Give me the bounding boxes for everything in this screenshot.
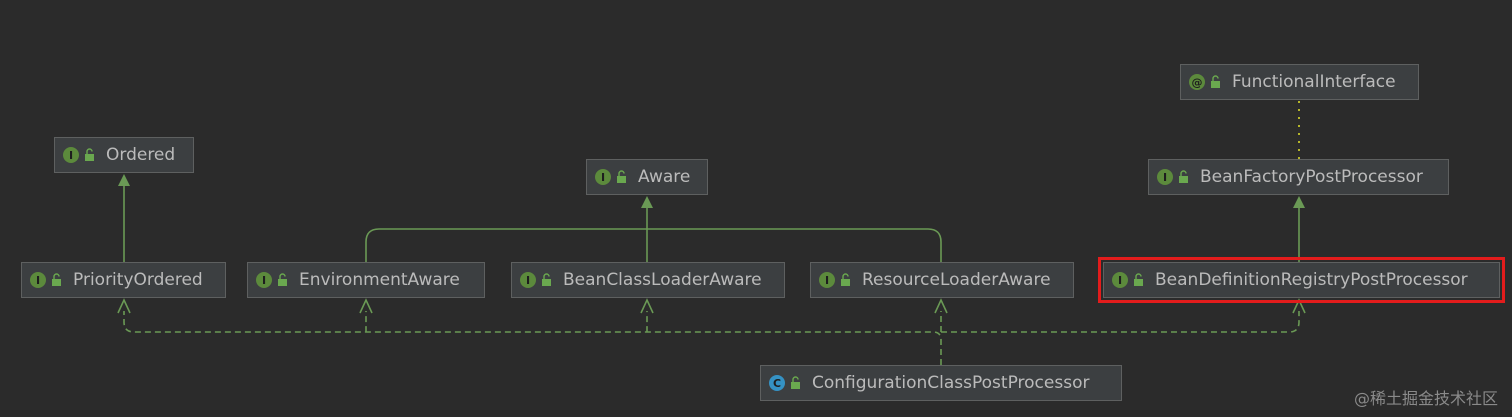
- lock-open-icon: [85, 148, 94, 161]
- annotation-icon: @: [1189, 74, 1205, 90]
- node-label: BeanFactoryPostProcessor: [1200, 167, 1423, 187]
- lock-open-icon: [617, 170, 626, 183]
- node-functional-interface[interactable]: @ FunctionalInterface: [1180, 64, 1419, 100]
- edge-implements-priority-ordered: [123, 311, 942, 365]
- arrowhead-bean-factory-post-processor: [1293, 196, 1305, 208]
- interface-icon: I: [1112, 272, 1128, 288]
- node-aware[interactable]: I Aware: [586, 159, 708, 195]
- node-configuration-class-post-processor[interactable]: C ConfigurationClassPostProcessor: [760, 365, 1122, 401]
- implements-arrowhead-0: [117, 298, 131, 314]
- node-label: BeanClassLoaderAware: [563, 270, 762, 290]
- node-resource-loader-aware[interactable]: I ResourceLoaderAware: [810, 262, 1074, 298]
- edge-aware-bus: [365, 228, 942, 262]
- node-label: FunctionalInterface: [1232, 72, 1396, 92]
- lock-open-icon: [1179, 170, 1188, 183]
- lock-open-icon: [278, 273, 287, 286]
- interface-icon: I: [819, 272, 835, 288]
- interface-icon: I: [520, 272, 536, 288]
- class-icon: C: [769, 375, 785, 391]
- lock-open-icon: [542, 273, 551, 286]
- lock-open-icon: [1211, 75, 1220, 88]
- node-label: BeanDefinitionRegistryPostProcessor: [1155, 270, 1468, 290]
- lock-open-icon: [791, 376, 800, 389]
- node-bean-factory-post-processor[interactable]: I BeanFactoryPostProcessor: [1148, 159, 1449, 195]
- lock-open-icon: [52, 273, 61, 286]
- implements-arrowhead-2: [640, 298, 654, 314]
- node-bean-class-loader-aware[interactable]: I BeanClassLoaderAware: [511, 262, 785, 298]
- node-label: ResourceLoaderAware: [862, 270, 1051, 290]
- implements-arrowhead-1: [359, 298, 373, 314]
- node-label: EnvironmentAware: [299, 270, 460, 290]
- lock-open-icon: [1134, 273, 1143, 286]
- interface-icon: I: [63, 147, 79, 163]
- node-label: Aware: [638, 167, 691, 187]
- interface-icon: I: [595, 169, 611, 185]
- node-ordered[interactable]: I Ordered: [54, 137, 194, 173]
- implements-arrowhead-4: [1292, 298, 1306, 314]
- interface-icon: I: [256, 272, 272, 288]
- node-label: ConfigurationClassPostProcessor: [812, 373, 1090, 393]
- arrowhead-ordered: [118, 174, 130, 186]
- node-priority-ordered[interactable]: I PriorityOrdered: [21, 262, 226, 298]
- interface-icon: I: [1157, 169, 1173, 185]
- node-label: PriorityOrdered: [73, 270, 203, 290]
- lock-open-icon: [841, 273, 850, 286]
- interface-icon: I: [30, 272, 46, 288]
- watermark: @稀土掘金技术社区: [1353, 389, 1498, 408]
- edge-implements-bdrpp: [941, 311, 1300, 333]
- arrowhead-aware: [641, 196, 653, 208]
- node-bean-definition-registry-post-processor[interactable]: I BeanDefinitionRegistryPostProcessor: [1098, 257, 1505, 303]
- node-environment-aware[interactable]: I EnvironmentAware: [247, 262, 485, 298]
- node-label: Ordered: [106, 145, 176, 165]
- implements-arrowhead-3: [934, 298, 948, 314]
